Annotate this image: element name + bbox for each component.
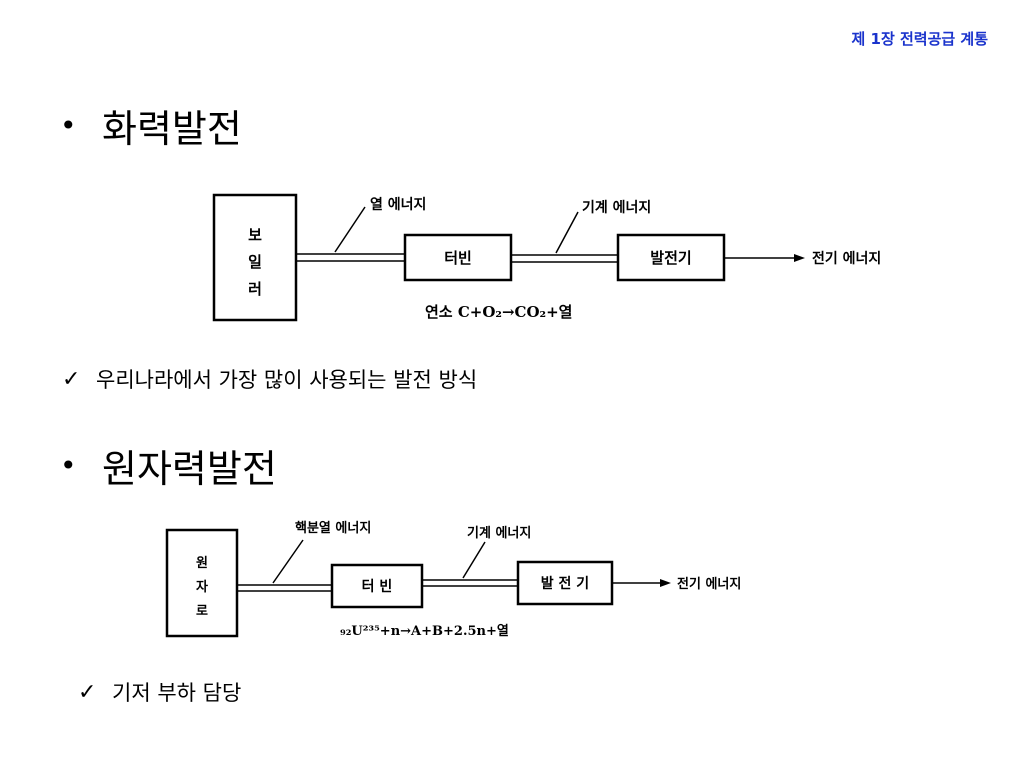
heading-text: 원자력발전	[102, 447, 277, 491]
check-icon: ✓	[78, 679, 97, 705]
boiler-char-1: 보	[248, 226, 262, 244]
check-icon: ✓	[62, 366, 81, 392]
note-thermal: ✓ 우리나라에서 가장 많이 사용되는 발전 방식	[62, 364, 477, 394]
chapter-title: 제 1장 전력공급 계통	[851, 30, 988, 48]
arrow-head-icon	[794, 254, 805, 262]
mech-energy-label: 기계 에너지	[582, 200, 651, 216]
generator-label: 발 전 기	[541, 575, 589, 592]
reactor-char-3: 로	[196, 604, 208, 619]
heading-text: 화력발전	[102, 107, 242, 151]
turbine-label: 터 빈	[362, 579, 393, 595]
boiler-char-3: 러	[248, 280, 262, 298]
note-text: 우리나라에서 가장 많이 사용되는 발전 방식	[96, 368, 478, 392]
electric-energy-label: 전기 에너지	[812, 250, 881, 267]
note-text: 기저 부하 담당	[112, 681, 242, 705]
bullet-dot: •	[60, 449, 77, 482]
nuclear-power-diagram: 원 자 로 핵분열 에너지 터 빈 기계 에너지 발 전 기 전기 에너지 ₉₂…	[165, 520, 741, 639]
pointer-line	[555, 211, 579, 254]
pointer-line	[462, 541, 486, 579]
fission-formula: ₉₂U²³⁵+n→A+B+2.5n+열	[340, 623, 509, 639]
pointer-line	[334, 206, 366, 253]
bullet-dot: •	[60, 109, 77, 142]
arrow-head-icon	[660, 579, 671, 587]
fission-energy-label: 핵분열 에너지	[295, 520, 371, 536]
mech-energy-label: 기계 에너지	[467, 525, 531, 541]
boiler-char-2: 일	[248, 253, 262, 271]
electric-energy-label: 전기 에너지	[677, 576, 741, 592]
turbine-label: 터빈	[444, 249, 472, 267]
section-heading-nuclear: • 원자력발전	[60, 438, 277, 493]
turbine-box	[403, 233, 513, 282]
section-heading-thermal: • 화력발전	[60, 98, 242, 153]
note-nuclear: ✓ 기저 부하 담당	[78, 677, 241, 707]
reactor-char-2: 자	[196, 580, 208, 595]
reactor-char-1: 원	[196, 556, 208, 571]
boiler-box	[212, 193, 298, 322]
generator-label: 발전기	[650, 249, 691, 267]
pointer-line	[272, 539, 304, 584]
thermal-power-diagram: 보 일 러 열 에너지 터빈 기계 에너지 발전기 전기 에너지 연소 C+O₂…	[212, 193, 881, 322]
reactor-box	[165, 528, 239, 638]
heat-energy-label: 열 에너지	[370, 196, 426, 213]
combustion-formula: 연소 C+O₂→CO₂+열	[425, 303, 572, 321]
